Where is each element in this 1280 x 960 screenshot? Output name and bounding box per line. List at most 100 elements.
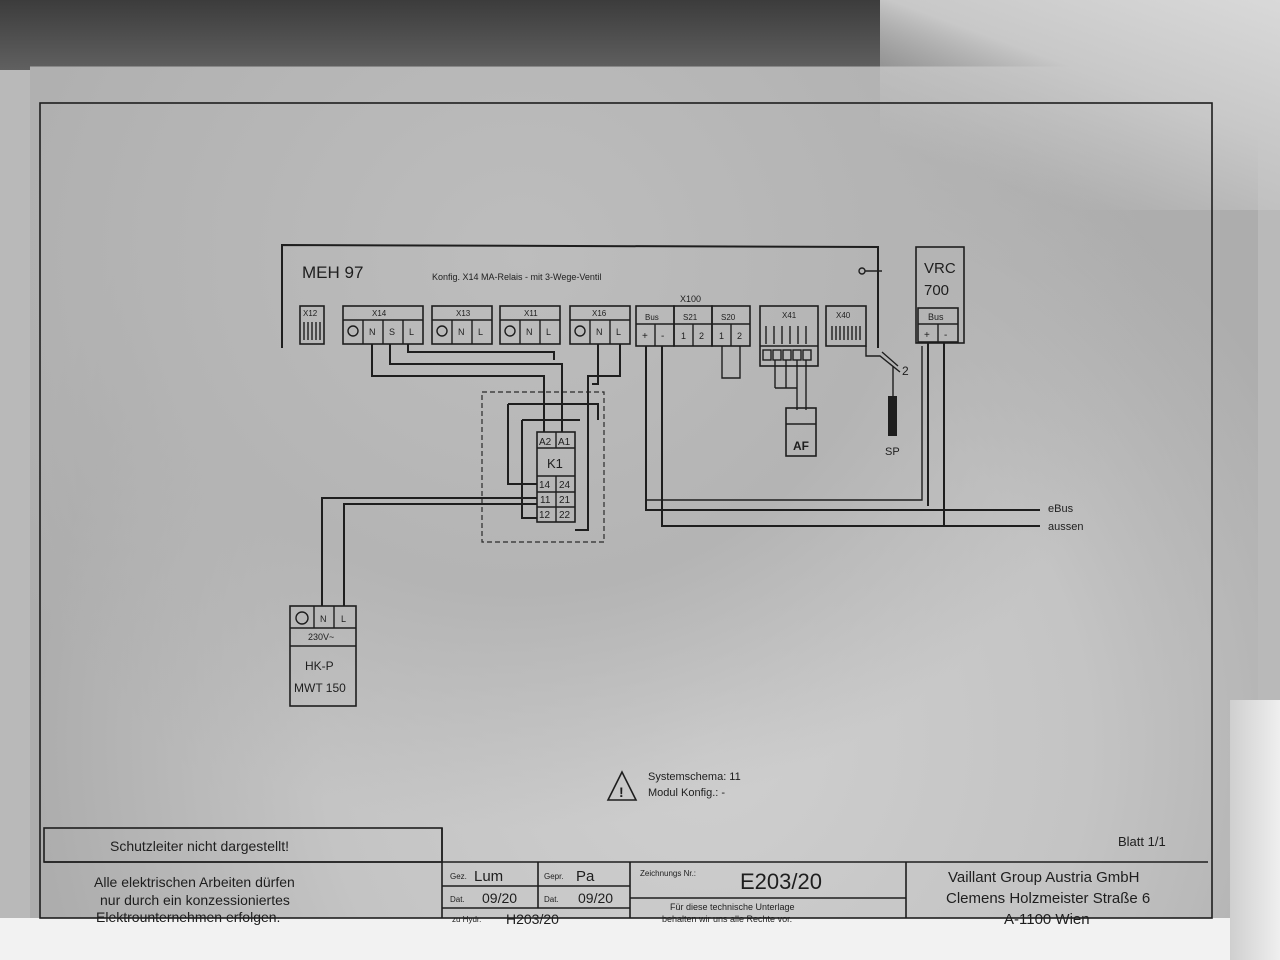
svg-text:zu Hydr.: zu Hydr. [452, 915, 481, 924]
wire-x14-s-to-a1 [389, 344, 563, 432]
vrc-controller: VRC 700 Bus + - [915, 246, 965, 344]
company-name: Vaillant Group Austria GmbH [948, 869, 1139, 886]
svg-text:behalten wir uns alle Rechte v: behalten wir uns alle Rechte vor. [662, 914, 792, 924]
svg-text:SP: SP [885, 446, 900, 458]
terminal-x13: X13 N L [431, 305, 493, 345]
svg-text:S: S [389, 327, 395, 337]
paper-sheet [30, 66, 1258, 931]
svg-text:Dat.: Dat. [450, 895, 465, 904]
wire-relay-feed [508, 403, 599, 420]
terminal-x14: X14 N S L [342, 305, 424, 345]
svg-text:!: ! [619, 784, 624, 800]
svg-text:21: 21 [559, 495, 571, 506]
pump-hk-p: N L 230V~ HK-P MWT 150 [289, 605, 357, 707]
svg-text:MWT 150: MWT 150 [294, 681, 346, 695]
terminal-s20: S20 1 2 [711, 305, 751, 347]
svg-text:Gepr.: Gepr. [544, 872, 564, 881]
sp-storage-sensor: SP 2 [865, 346, 909, 458]
table-surface-right [1230, 700, 1280, 960]
drawing-frame [39, 102, 1213, 919]
svg-text:X16: X16 [592, 309, 607, 318]
module-config-note: Konfig. X14 MA-Relais - mit 3-Wege-Venti… [432, 272, 601, 282]
warning-triangle-icon [606, 770, 638, 801]
svg-text:X13: X13 [456, 309, 471, 318]
system-schema-note: ! Systemschema: 11 Modul Konfig.: - [606, 770, 741, 801]
svg-text:N: N [458, 327, 465, 337]
terminal-bus: Bus + - [635, 305, 675, 347]
svg-text:L: L [409, 327, 414, 337]
svg-text:2: 2 [699, 331, 704, 341]
company-city: A-1100 Wien [1004, 911, 1090, 928]
table-surface [0, 918, 1280, 960]
svg-text:VRC: VRC [924, 260, 956, 277]
svg-text:-: - [944, 330, 947, 341]
drawing-number: E203/20 [740, 869, 822, 894]
svg-text:N: N [596, 327, 603, 337]
svg-text:14: 14 [539, 480, 551, 491]
svg-text:X41: X41 [782, 311, 797, 320]
sp-probe-icon [888, 396, 897, 436]
module-name: MEH 97 [302, 263, 363, 282]
relay-k1: A2 A1 K1 14 11 12 24 21 22 [536, 431, 576, 523]
svg-text:X11: X11 [524, 309, 538, 318]
svg-text:Für diese technische Unterlage: Für diese technische Unterlage [670, 902, 795, 912]
terminal-x11: X11 N L [499, 305, 561, 345]
svg-text:H203/20: H203/20 [506, 911, 559, 927]
wire-x16-n [592, 344, 599, 385]
svg-text:230V~: 230V~ [308, 632, 334, 642]
svg-text:Zeichnungs Nr.:: Zeichnungs Nr.: [640, 869, 696, 878]
terminal-x40: X40 [825, 305, 867, 347]
svg-text:11: 11 [540, 495, 551, 506]
svg-text:Bus: Bus [645, 313, 659, 322]
module-outline [281, 243, 879, 348]
svg-text:A1: A1 [558, 437, 571, 448]
svg-text:Systemschema: 11: Systemschema: 11 [648, 771, 741, 783]
s20-bridge-wire [721, 346, 741, 379]
sheet-number: Blatt 1/1 [1118, 834, 1166, 849]
svg-text:1: 1 [681, 331, 686, 341]
svg-text:Modul Konfig.: -: Modul Konfig.: - [648, 787, 725, 799]
svg-text:A2: A2 [539, 437, 552, 448]
vrc-ebus-link [646, 346, 923, 501]
ground-icon [347, 325, 359, 337]
svg-text:L: L [616, 327, 621, 337]
work-note-line2: nur durch ein konzessioniertes [100, 892, 290, 908]
svg-text:N: N [320, 614, 327, 624]
wire-pump-l [343, 503, 537, 606]
ground-icon [574, 325, 586, 337]
wire-x16-l [575, 344, 621, 531]
company-street: Clemens Holzmeister Straße 6 [946, 890, 1150, 907]
ebus-label: eBus [1048, 503, 1074, 515]
svg-text:24: 24 [559, 480, 571, 491]
work-note-line3: Elektrounternehmen erfolgen. [96, 909, 280, 925]
svg-text:X40: X40 [836, 311, 851, 320]
wire-x14-l [407, 344, 555, 360]
wire-relay-14 [507, 404, 537, 485]
svg-text:L: L [341, 614, 346, 624]
svg-text:+: + [642, 331, 648, 342]
wire-pump-n [321, 497, 537, 606]
x100-label: X100 [680, 294, 701, 304]
svg-text:2: 2 [737, 331, 742, 341]
ground-icon [504, 325, 516, 337]
svg-text:X12: X12 [303, 309, 318, 318]
svg-text:N: N [526, 327, 533, 337]
protective-note: Schutzleiter nicht dargestellt! [110, 838, 289, 854]
svg-text:N: N [369, 327, 376, 337]
wire-relay-12 [521, 420, 537, 519]
svg-text:2: 2 [902, 364, 909, 378]
ground-icon [295, 611, 309, 625]
paper-fold-highlight [880, 0, 1280, 210]
svg-text:L: L [478, 327, 483, 337]
terminal-x12: X12 [299, 305, 325, 345]
svg-text:S21: S21 [683, 313, 698, 322]
wire-x14-n-to-a2 [371, 344, 545, 432]
svg-text:Dat.: Dat. [544, 895, 559, 904]
svg-text:+: + [924, 330, 930, 341]
svg-text:-: - [661, 331, 664, 342]
svg-text:X14: X14 [372, 309, 387, 318]
svg-text:HK-P: HK-P [305, 659, 334, 673]
svg-text:09/20: 09/20 [482, 890, 517, 906]
ebus-wire-plus [645, 346, 1040, 511]
